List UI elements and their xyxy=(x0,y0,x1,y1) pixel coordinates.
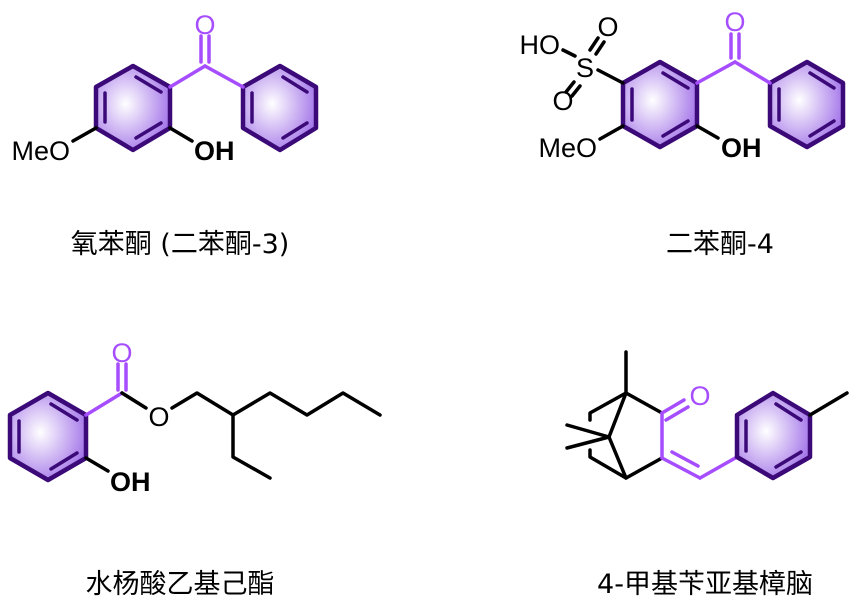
oxybenzone-structure: O OH MeO xyxy=(11,10,319,166)
carbonyl-oxygen: O xyxy=(724,7,745,37)
hydroxyl-label: OH xyxy=(110,467,151,497)
sulfonic-hydroxyl-label: HO xyxy=(520,30,561,60)
benzene-ring xyxy=(734,390,813,481)
benzene-ring xyxy=(7,390,89,483)
sulfonyl-oxygen: O xyxy=(597,12,618,42)
sulfur-label: S xyxy=(576,53,594,83)
methoxy-label: MeO xyxy=(11,136,70,166)
octisalate-structure: O O OH xyxy=(7,338,382,497)
benzophenone-4-structure: O OH MeO S O O HO xyxy=(520,7,846,163)
compound-name-octisalate: 水杨酸乙基己酯 xyxy=(85,569,275,600)
carbonyl-oxygen: O xyxy=(194,10,215,40)
ester-oxygen: O xyxy=(148,402,169,432)
benzene-ring xyxy=(620,59,700,150)
methylbenzylidene-camphor-structure: O xyxy=(565,350,849,481)
benzene-ring xyxy=(93,63,173,153)
carbonyl-oxygen: O xyxy=(111,338,132,368)
compound-name-methylbenzylidene-camphor: 4-甲基苄亚基樟脑 xyxy=(597,569,813,600)
compound-name-oxybenzone: 氧苯酮 (二苯酮-3) xyxy=(70,229,290,260)
benzene-ring xyxy=(767,59,846,150)
methoxy-label: MeO xyxy=(538,133,597,163)
compound-name-benzophenone-4: 二苯酮-4 xyxy=(666,229,774,260)
hydroxyl-label: OH xyxy=(721,133,762,163)
sulfonyl-oxygen: O xyxy=(552,86,573,116)
carbonyl-oxygen: O xyxy=(689,381,710,411)
hydroxyl-label: OH xyxy=(194,136,235,166)
benzene-ring xyxy=(240,63,319,153)
